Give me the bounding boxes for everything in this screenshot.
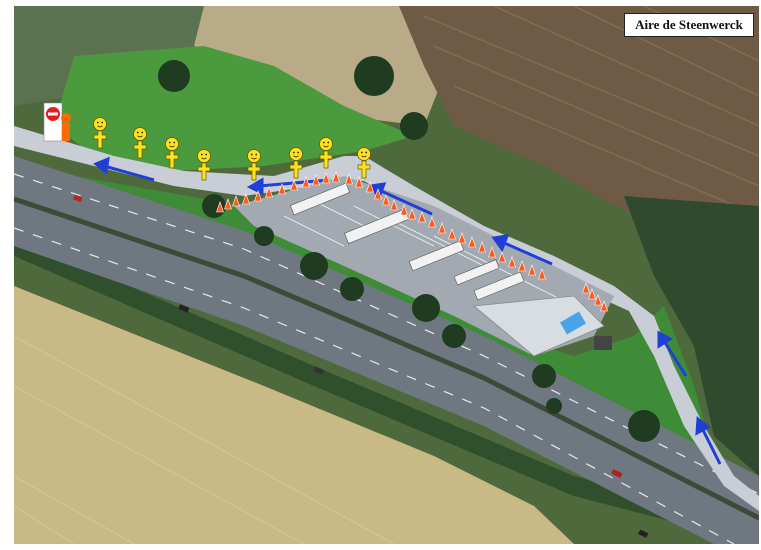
smiley-marker-icon bbox=[357, 147, 371, 179]
traffic-cone-icon bbox=[508, 256, 516, 268]
traffic-cone-icon bbox=[468, 236, 476, 248]
traffic-cone-icon bbox=[438, 222, 446, 234]
traffic-cone-icon bbox=[418, 211, 426, 223]
highway-cars bbox=[73, 194, 649, 538]
building-blue-roof bbox=[559, 311, 587, 335]
truck-icon bbox=[289, 182, 351, 216]
traffic-cone-icon bbox=[278, 183, 286, 195]
traffic-cones bbox=[216, 171, 608, 312]
field-top-right bbox=[399, 6, 759, 246]
traffic-cone-icon bbox=[478, 241, 486, 253]
map-title: Aire de Steenwerck bbox=[624, 13, 754, 37]
traffic-cone-icon bbox=[594, 294, 602, 306]
traffic-cone-icon bbox=[345, 173, 353, 185]
smiley-marker-icon bbox=[247, 149, 261, 181]
traffic-cone-icon bbox=[232, 195, 240, 207]
truck-icon bbox=[453, 259, 500, 286]
traffic-cone-icon bbox=[458, 232, 466, 244]
direction-arrow-icon bbox=[491, 234, 553, 266]
smiley-marker-icon bbox=[165, 137, 179, 169]
traffic-cone-icon bbox=[265, 186, 273, 198]
smiley-marker-icon bbox=[197, 149, 211, 181]
parked-trucks bbox=[289, 182, 525, 301]
traffic-cone-icon bbox=[428, 216, 436, 228]
traffic-cone-icon bbox=[448, 228, 456, 240]
traffic-cone-icon bbox=[322, 172, 330, 184]
rest-area-trees bbox=[158, 56, 660, 442]
traffic-cone-icon bbox=[600, 300, 608, 312]
traffic-cone-icon bbox=[588, 288, 596, 300]
traffic-cone-icon bbox=[242, 193, 250, 205]
field-lines-bottom bbox=[14, 335, 395, 544]
field-bottom-left bbox=[14, 286, 574, 544]
rest-area-road bbox=[14, 126, 759, 511]
aerial-map bbox=[14, 6, 759, 544]
traffic-cone-icon bbox=[488, 246, 496, 258]
smiley-marker-icon bbox=[319, 137, 333, 169]
traffic-cone-icon bbox=[390, 199, 398, 211]
field-top-middle bbox=[194, 6, 444, 126]
direction-arrow-icon bbox=[695, 416, 722, 465]
smiley-marker-icon bbox=[93, 117, 107, 149]
traffic-cone-icon bbox=[582, 282, 590, 294]
traffic-cone-icon bbox=[518, 260, 526, 272]
trees-right bbox=[624, 196, 759, 476]
traffic-cone-icon bbox=[332, 171, 340, 183]
direction-arrows bbox=[93, 156, 722, 465]
traffic-cone-icon bbox=[528, 264, 536, 276]
traffic-cone-icon bbox=[498, 251, 506, 263]
traffic-cone-icon bbox=[382, 194, 390, 206]
traffic-cone-icon bbox=[290, 179, 298, 191]
traffic-cone-icon bbox=[374, 188, 382, 200]
traffic-cone-icon bbox=[408, 208, 416, 220]
traffic-cone-icon bbox=[400, 204, 408, 216]
traffic-cone-icon bbox=[302, 176, 310, 188]
service-building bbox=[473, 295, 605, 357]
direction-arrow-icon bbox=[657, 330, 688, 377]
smiley-markers bbox=[93, 117, 371, 181]
traffic-cone-icon bbox=[538, 268, 546, 280]
traffic-cone-icon bbox=[224, 198, 232, 210]
highway bbox=[14, 156, 759, 544]
traffic-cone-icon bbox=[312, 174, 320, 186]
no-entry-sign-icon bbox=[43, 102, 71, 142]
smiley-marker-icon bbox=[289, 147, 303, 179]
highway-lane-lines bbox=[14, 173, 759, 544]
small-building bbox=[594, 336, 612, 350]
direction-arrow-icon bbox=[93, 156, 155, 182]
traffic-cone-icon bbox=[355, 176, 363, 188]
truck-icon bbox=[473, 271, 525, 301]
highway-median bbox=[14, 196, 759, 521]
traffic-cone-icon bbox=[254, 190, 262, 202]
smiley-marker-icon bbox=[133, 127, 147, 159]
truck-icon bbox=[408, 240, 465, 272]
traffic-cone-icon bbox=[216, 201, 224, 213]
traffic-cone-icon bbox=[366, 181, 374, 193]
